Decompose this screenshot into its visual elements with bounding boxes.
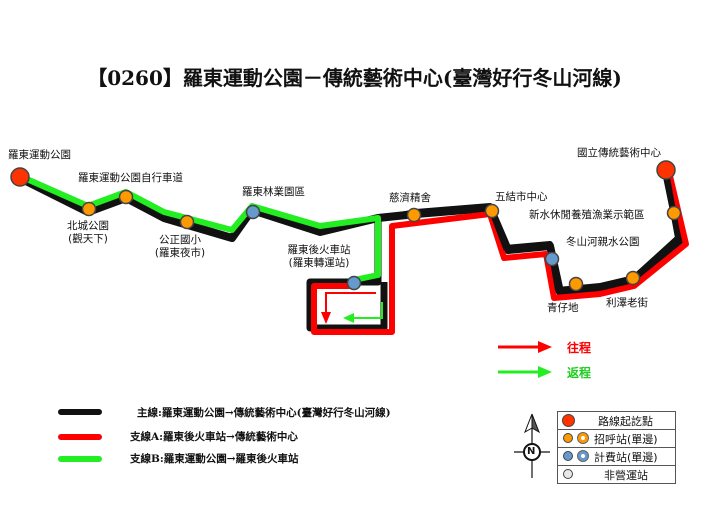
main-line: [16, 168, 684, 296]
fare-stop-ring-icon: [578, 451, 588, 461]
compass-icon: [514, 413, 550, 478]
stop-dongshan-river-park: [544, 251, 560, 267]
label-luodong-sports-park: 羅東運動公園: [8, 149, 71, 161]
key-row-non-operating: 非營運站: [558, 466, 675, 483]
stop-luodong-forestry: [245, 204, 261, 220]
stop-traditional-arts-center: [656, 160, 676, 180]
stop-bike-path: [118, 189, 134, 205]
label-bike-path: 羅東運動公園自行車道: [78, 172, 183, 184]
flag-stop-ring-icon: [578, 433, 588, 443]
compass-label: N: [527, 446, 536, 457]
legend-main: 主線:羅東運動公園→傳統藝術中心(臺灣好行冬山河線): [137, 407, 391, 419]
stop-luodong-rear-station: [346, 275, 362, 291]
label-luodong-forestry: 羅東林業園區: [242, 186, 305, 198]
label-traditional-arts-center: 國立傳統藝術中心: [577, 147, 661, 159]
flag-stop-icon: [563, 433, 573, 443]
label-beicheng-park: 北城公園 (觀天下): [67, 220, 109, 245]
outbound-label: 往程: [567, 341, 592, 355]
stop-xinshui-aquaculture: [666, 205, 682, 221]
legend-swatch-branch-a: [58, 434, 102, 440]
return-label: 返程: [567, 366, 592, 380]
label-luodong-rear-station: 羅東後火車站 (羅東轉運站): [287, 244, 351, 269]
label-lize-old-street: 利澤老街: [606, 297, 648, 309]
terminal-icon: [562, 414, 575, 427]
branch-a-line: [311, 173, 689, 335]
legend-swatch-branch-b: [58, 456, 102, 462]
stop-lize-old-street: [625, 270, 641, 286]
stop-type-key: 路線起訖點 招呼站(單邊) 計費站(單邊) 非營運站: [557, 411, 676, 484]
non-operating-icon: [563, 469, 573, 479]
map-title: 【0260】羅東運動公園－傳統藝術中心(臺灣好行冬山河線): [87, 66, 622, 90]
stop-gongzheng-elementary: [179, 214, 195, 230]
key-row-flag-stop: 招呼站(單邊): [558, 430, 675, 448]
stop-luodong-sports-park: [10, 167, 30, 187]
label-gongzheng-elementary: 公正國小 (羅東夜市): [154, 234, 206, 259]
branch-b-line: [17, 173, 381, 283]
label-qingzaidi: 青仔地: [547, 302, 579, 314]
stop-qingzaidi: [568, 276, 584, 292]
label-xinshui-aquaculture: 新水休閒養殖漁業示範區: [529, 209, 645, 221]
legend-swatch-main: [58, 409, 102, 415]
legend-branch-b: 支線B:羅東運動公園→羅東後火車站: [130, 453, 299, 465]
key-row-fare-stop: 計費站(單邊): [558, 448, 675, 466]
stop-tzuchi: [406, 207, 422, 223]
label-wujie-center: 五結市中心: [495, 191, 548, 203]
label-tzuchi: 慈濟精舍: [389, 192, 431, 204]
fare-stop-icon: [563, 451, 573, 461]
label-dongshan-river-park: 冬山河親水公園: [566, 236, 640, 248]
legend-branch-a: 支線A:羅東後火車站→傳統藝術中心: [130, 431, 298, 443]
stop-beicheng-park: [81, 201, 97, 217]
stop-wujie-center: [484, 203, 500, 219]
key-row-terminal: 路線起訖點: [558, 412, 675, 430]
